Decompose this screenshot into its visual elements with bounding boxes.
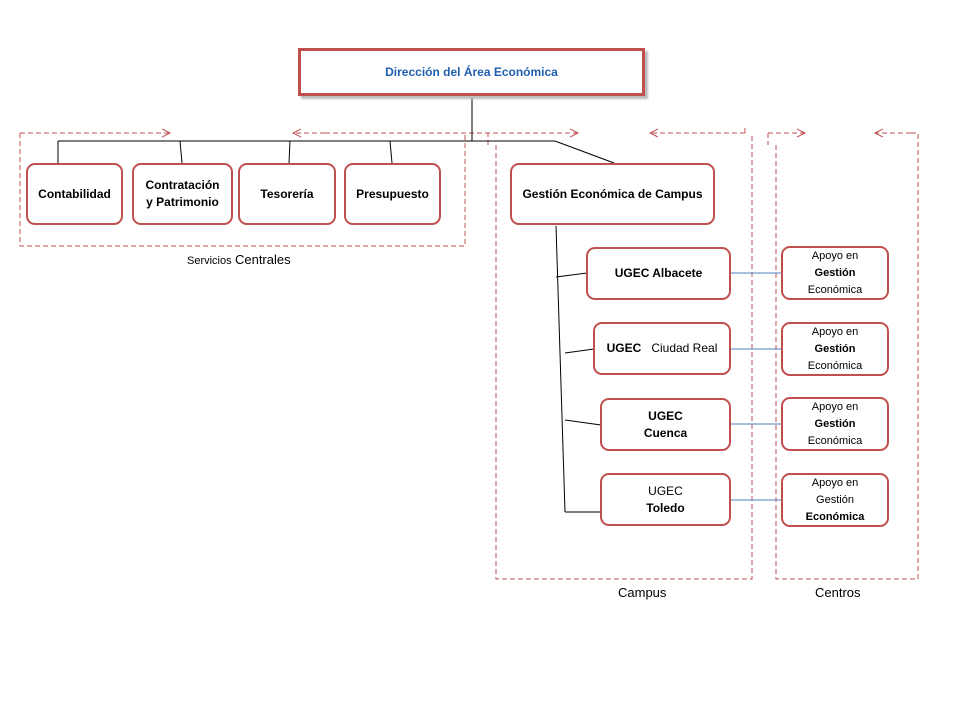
apoyo-box-cuenca: Apoyo en Gestión Económica xyxy=(781,397,889,451)
gestion-economica-campus-box: Gestión Económica de Campus xyxy=(510,163,715,225)
apoyo-line2: Gestión xyxy=(814,342,856,355)
apoyo-line1: Apoyo en xyxy=(811,325,859,338)
tesoreria-box: Tesorería xyxy=(238,163,336,225)
apoyo-line3: Económica xyxy=(805,510,865,523)
apoyo-line2: Gestión xyxy=(814,266,856,279)
ugec-toledo-prefix: UGEC xyxy=(648,483,683,498)
presupuesto-label: Presupuesto xyxy=(356,186,429,201)
apoyo-line1: Apoyo en xyxy=(811,476,859,489)
servicios-centrales-label: Servicios Centrales xyxy=(187,252,291,267)
centros-label: Centros xyxy=(815,585,861,600)
tesoreria-label: Tesorería xyxy=(260,186,314,201)
ugec-ciudad-real-box: UGEC Ciudad Real xyxy=(593,322,731,375)
apoyo-line3: Económica xyxy=(807,359,863,372)
direccion-area-economica-box: Dirección del Área Económica xyxy=(298,48,645,96)
ugec-ciudad-real-name: Ciudad Real xyxy=(651,341,718,355)
campus-frame xyxy=(487,125,753,580)
ugec-albacete-box: UGEC Albacete xyxy=(586,247,731,300)
ugec-ciudad-real-prefix: UGEC xyxy=(606,341,642,355)
apoyo-box-ciudad-real: Apoyo en Gestión Económica xyxy=(781,322,889,376)
apoyo-line3: Económica xyxy=(807,283,863,296)
apoyo-box-albacete: Apoyo en Gestión Económica xyxy=(781,246,889,300)
apoyo-links xyxy=(731,272,782,501)
ugec-cuenca-name: Cuenca xyxy=(643,425,688,440)
apoyo-line1: Apoyo en xyxy=(811,249,859,262)
ugec-toledo-name: Toledo xyxy=(646,500,685,515)
ugec-toledo-box: UGEC Toledo xyxy=(600,473,731,526)
servicios-label-a: Servicios xyxy=(187,255,232,267)
direccion-title: Dirección del Área Económica xyxy=(385,64,558,79)
contabilidad-box: Contabilidad xyxy=(26,163,123,225)
ugec-cuenca-prefix: UGEC xyxy=(648,408,683,423)
presupuesto-box: Presupuesto xyxy=(344,163,441,225)
apoyo-box-toledo: Apoyo en Gestión Económica xyxy=(781,473,889,527)
gestion-campus-label: Gestión Económica de Campus xyxy=(522,186,703,201)
contratacion-label-line2: y Patrimonio xyxy=(146,195,219,209)
centros-frame xyxy=(767,133,919,580)
apoyo-line2: Gestión xyxy=(814,417,856,430)
apoyo-line1: Apoyo en xyxy=(811,400,859,413)
contratacion-patrimonio-box: Contratación y Patrimonio xyxy=(132,163,233,225)
apoyo-line2: Gestión xyxy=(816,493,854,506)
servicios-centrales-frame xyxy=(19,133,578,247)
ugec-albacete-label: UGEC Albacete xyxy=(614,266,703,280)
hierarchy-lines xyxy=(57,96,615,513)
apoyo-line3: Económica xyxy=(807,434,863,447)
servicios-label-b: Centrales xyxy=(234,252,291,267)
ugec-cuenca-box: UGEC Cuenca xyxy=(600,398,731,451)
contabilidad-label: Contabilidad xyxy=(38,186,111,201)
contratacion-label-line1: Contratación xyxy=(145,178,220,192)
campus-label: Campus xyxy=(618,585,667,600)
